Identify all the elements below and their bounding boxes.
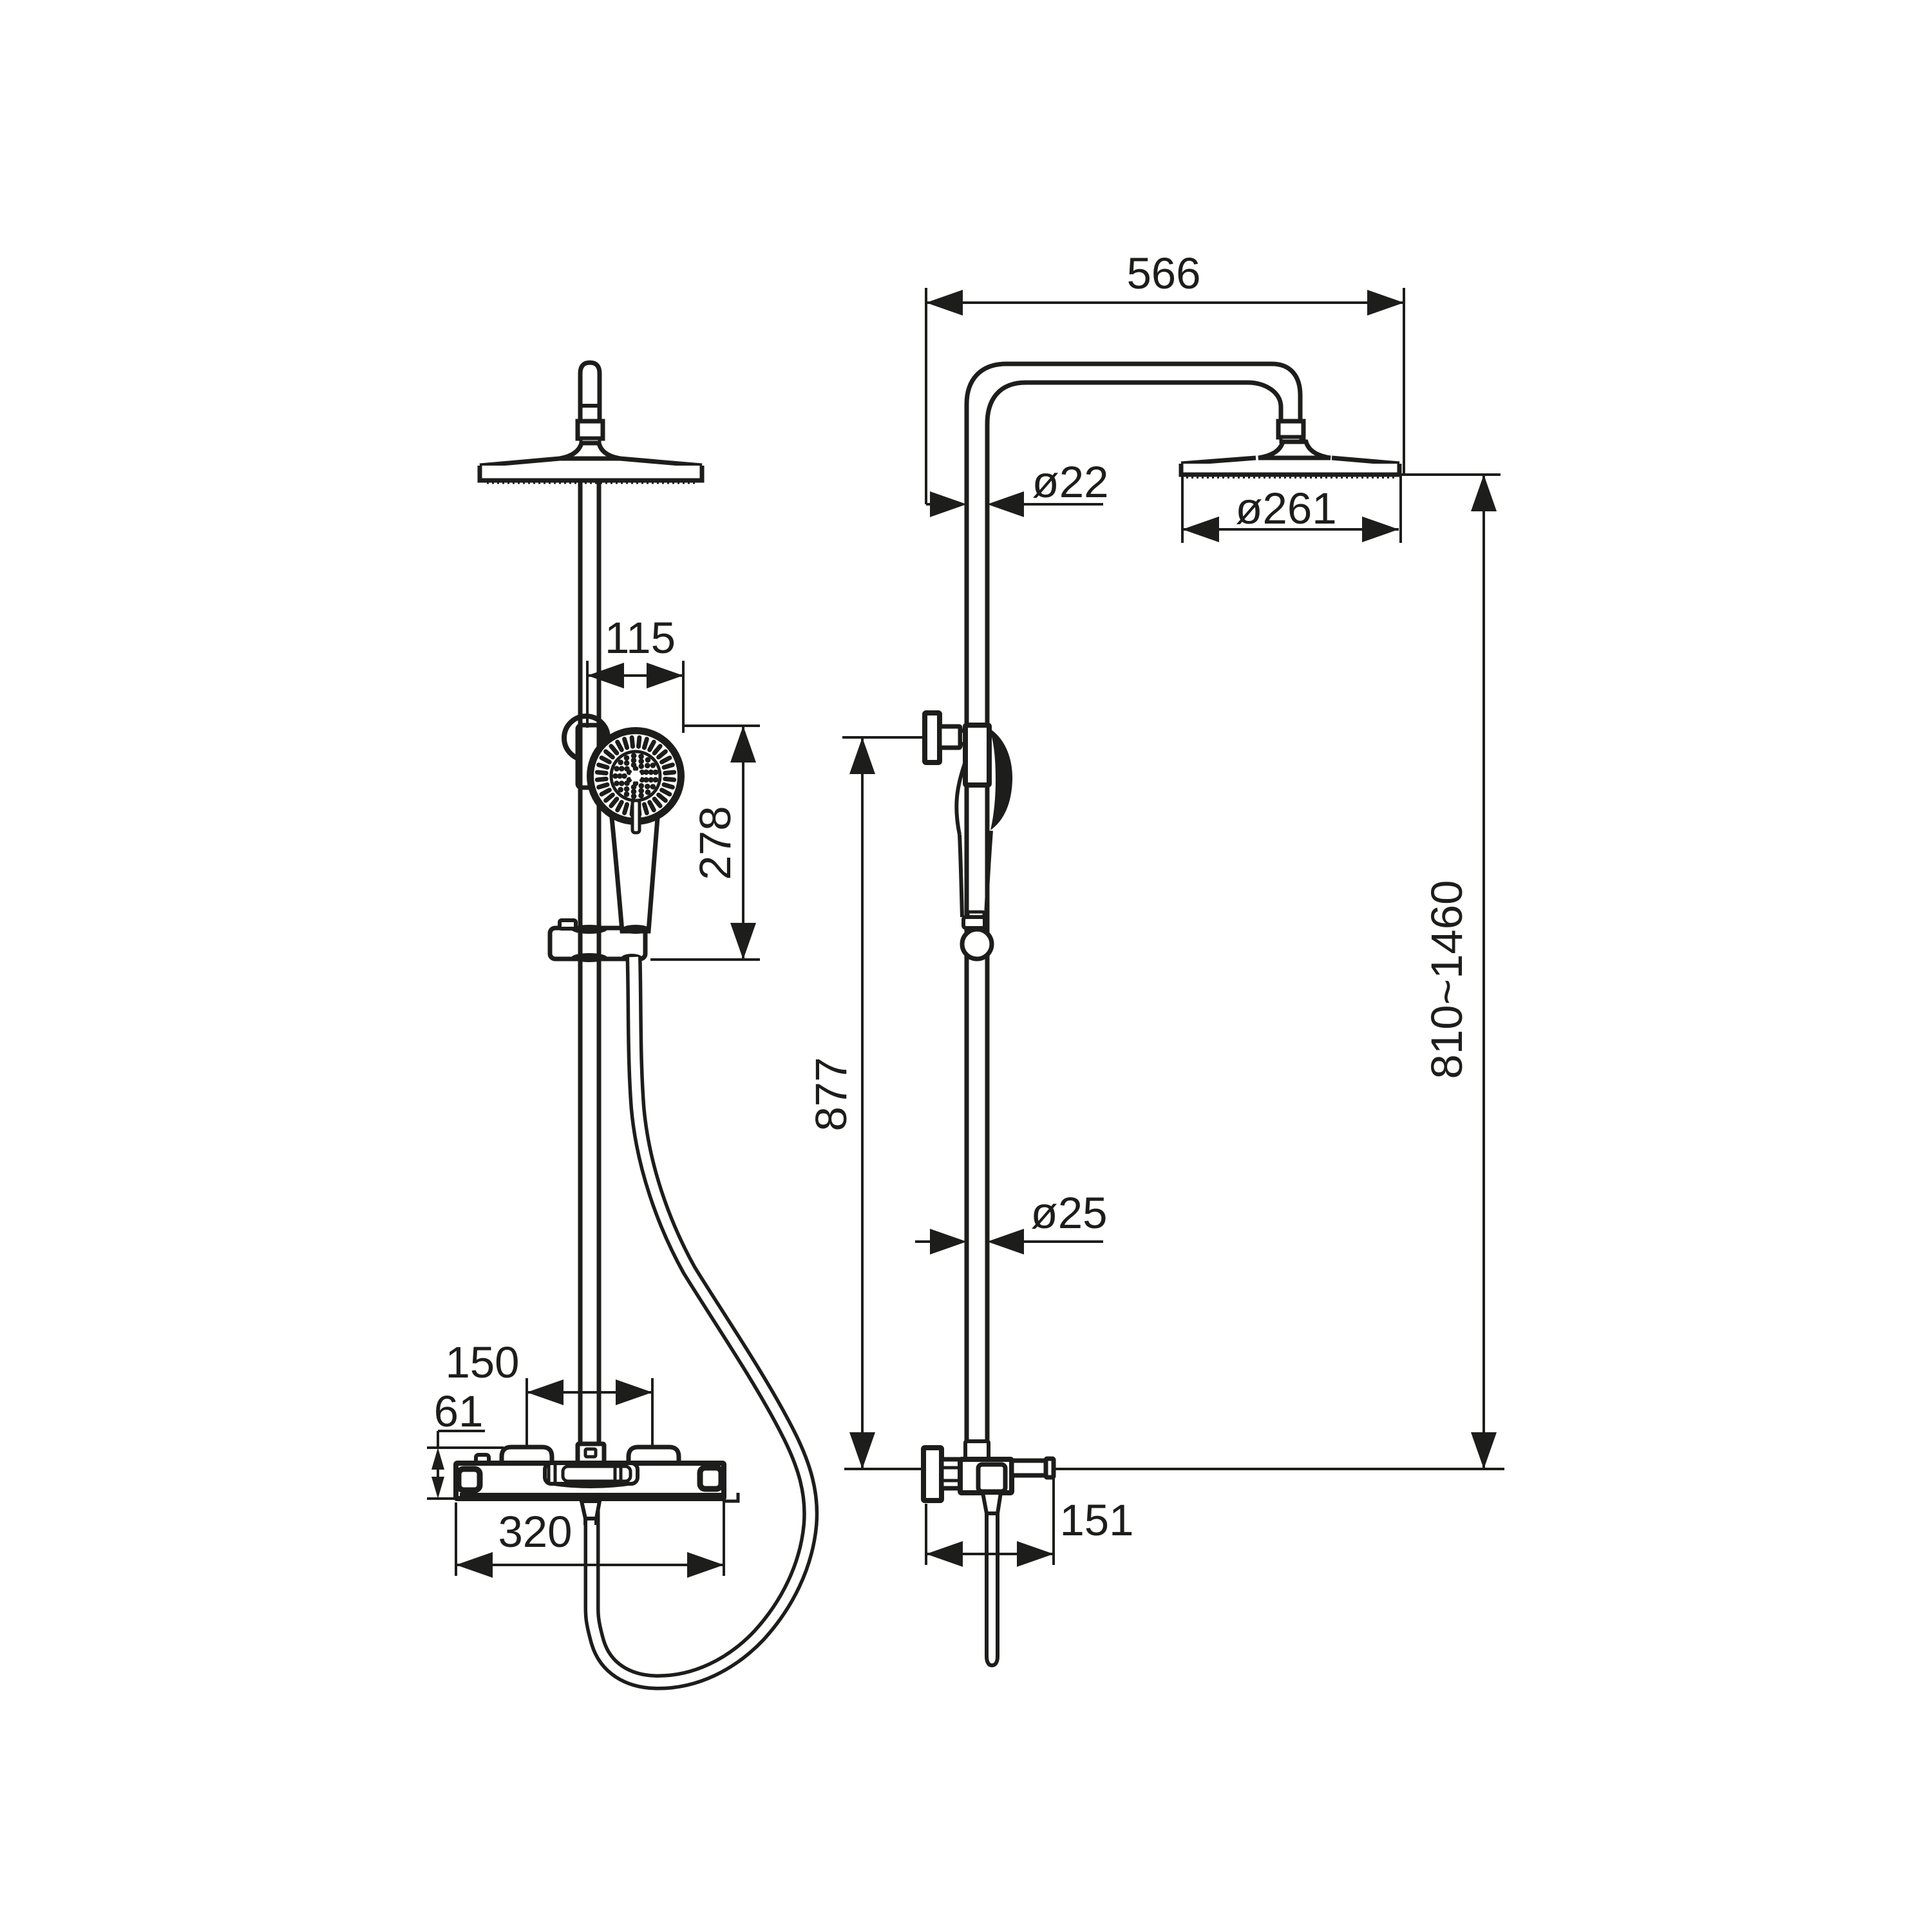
svg-text:ø22: ø22 [1032, 457, 1109, 507]
svg-text:61: 61 [434, 1387, 484, 1436]
svg-text:115: 115 [605, 613, 676, 663]
svg-text:566: 566 [1126, 249, 1200, 298]
svg-text:ø261: ø261 [1235, 484, 1336, 533]
svg-text:151: 151 [1059, 1495, 1133, 1545]
svg-text:810~1460: 810~1460 [1422, 880, 1472, 1079]
svg-text:150: 150 [445, 1338, 519, 1387]
svg-text:ø25: ø25 [1031, 1188, 1108, 1238]
svg-text:877: 877 [806, 1057, 856, 1131]
svg-text:320: 320 [498, 1507, 572, 1557]
svg-text:278: 278 [690, 806, 740, 880]
